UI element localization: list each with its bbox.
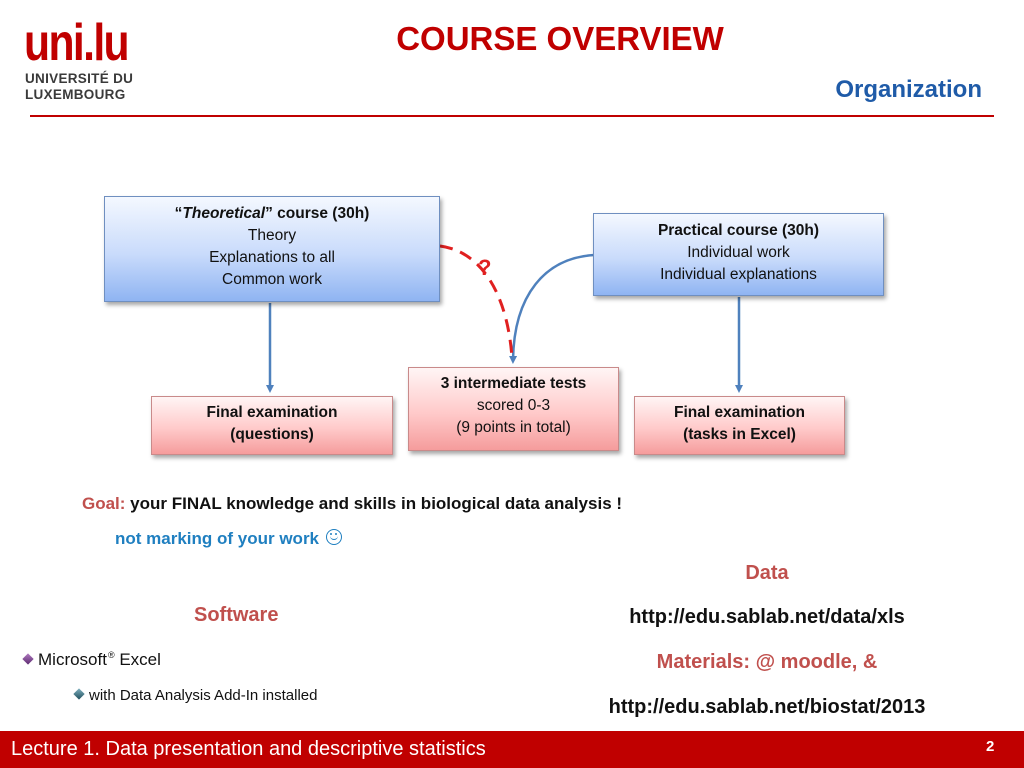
logo-caption-line2: LUXEMBOURG (25, 87, 126, 102)
diamond-bullet-icon (73, 688, 85, 700)
tests-line: scored 0-3 (476, 397, 551, 414)
practical-line: Individual work (687, 244, 790, 261)
theory-line: Theory (247, 227, 297, 244)
goal-label: Goal: (82, 494, 126, 513)
smiley-icon (325, 529, 342, 545)
practical-course-box: Practical course (30h) Individual work I… (593, 213, 884, 296)
practical-course-title: Practical course (30h) (657, 222, 820, 239)
practical-line: Individual explanations (660, 266, 817, 283)
exam-questions-line2: (questions) (230, 426, 314, 443)
theoretical-course-box: “Theoretical” course (30h) Theory Explan… (104, 196, 440, 302)
materials-url-link[interactable]: http://edu.sablab.net/biostat/2013 (608, 696, 926, 718)
goal-statement: Goal: your FINAL knowledge and skills in… (82, 494, 622, 514)
software-heading: Software (194, 604, 279, 626)
materials-line: Materials: @ moodle, & (656, 651, 878, 673)
footer-bar (0, 731, 1024, 768)
header-divider (30, 115, 994, 117)
theoretical-course-title: “Theoretical” course (30h) (174, 205, 370, 222)
logo-caption-line1: UNIVERSITÉ DU (25, 71, 134, 86)
final-exam-questions-box: Final examination (questions) (151, 396, 393, 455)
question-mark: ? (478, 255, 492, 280)
intermediate-tests-box: 3 intermediate tests scored 0-3 (9 point… (408, 367, 619, 451)
theory-line: Common work (222, 271, 322, 288)
data-url-link[interactable]: http://edu.sablab.net/data/xls (629, 606, 905, 628)
slide-title: COURSE OVERVIEW (396, 20, 724, 57)
tests-title: 3 intermediate tests (440, 375, 587, 392)
footer-title: Lecture 1. Data presentation and descrip… (11, 738, 486, 760)
software-item-excel: Microsoft® Excel (22, 650, 161, 670)
final-exam-excel-box: Final examination (tasks in Excel) (634, 396, 845, 455)
software-item-addin: with Data Analysis Add-In installed (73, 687, 317, 704)
exam-excel-line2: (tasks in Excel) (683, 426, 796, 443)
exam-questions-line1: Final examination (206, 404, 338, 421)
university-logo: uni.lu (24, 18, 128, 66)
section-subtitle: Organization (835, 76, 982, 103)
diamond-bullet-icon (22, 653, 34, 665)
data-heading: Data (745, 562, 789, 584)
exam-excel-line1: Final examination (674, 404, 805, 421)
logo-wordmark: uni.lu (24, 18, 128, 66)
goal-text: your FINAL knowledge and skills in biolo… (125, 494, 623, 513)
theory-line: Explanations to all (209, 249, 335, 266)
dashed-link-theory-to-tests (439, 244, 514, 359)
arrow-practical-to-tests (509, 253, 595, 364)
page-number: 2 (986, 738, 995, 755)
tests-line: (9 points in total) (456, 419, 571, 436)
goal-note: not marking of your work (115, 529, 342, 549)
